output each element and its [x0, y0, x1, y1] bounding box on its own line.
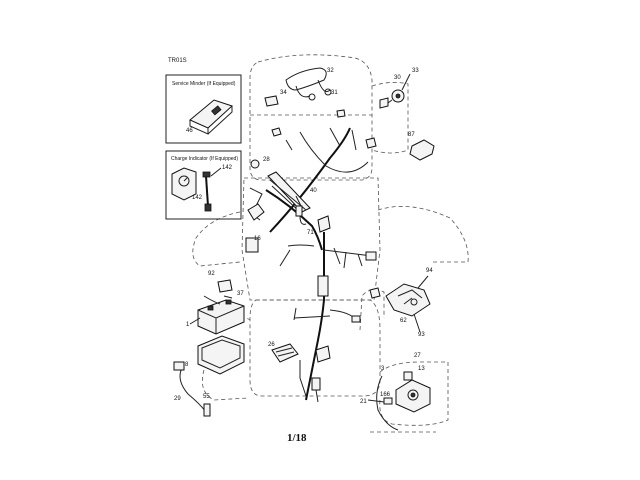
- callout-27: 27: [414, 353, 421, 359]
- callout-3: 3: [381, 366, 385, 372]
- callout-21: 21: [360, 399, 367, 405]
- diagram-code: TR01S: [168, 58, 187, 64]
- charge-indicator-gauge: [171, 167, 197, 201]
- charge-indicator-box: Charge Indicator (If Equipped) 142 142: [165, 150, 242, 220]
- callout-71: 71: [307, 230, 314, 236]
- dash-components: 34 32 31 30 33 87: [264, 67, 435, 161]
- callout-1: 1: [186, 322, 190, 328]
- callout-13: 13: [418, 366, 425, 372]
- callout-26: 26: [268, 342, 275, 348]
- callout-166: 166: [380, 392, 391, 398]
- relay-87: [409, 139, 435, 161]
- battery-tray: [197, 335, 245, 375]
- charge-indicator-title: Charge Indicator (If Equipped): [171, 156, 238, 162]
- callout-37: 37: [237, 291, 244, 297]
- callout-92: 92: [208, 271, 215, 277]
- callout-34: 34: [280, 90, 287, 96]
- switch-34: [264, 95, 279, 107]
- callout-142-b: 142: [192, 195, 203, 201]
- battery-assembly: 92 37 1 8 29 55 26: [173, 271, 299, 417]
- main-harness: 28 40: [247, 127, 369, 251]
- service-minder-module: [189, 99, 233, 129]
- callout-40: 40: [310, 188, 317, 194]
- callout-32: 32: [327, 68, 334, 74]
- callout-93: 93: [418, 332, 425, 338]
- module-26: [271, 343, 299, 363]
- callout-94: 94: [426, 268, 433, 274]
- callout-46: 46: [186, 128, 193, 134]
- callout-87: 87: [408, 132, 415, 138]
- callout-62: 62: [400, 318, 407, 324]
- callout-8: 8: [185, 362, 189, 368]
- callout-31: 31: [331, 90, 338, 96]
- service-minder-title: Service Minder (If Equipped): [172, 81, 236, 87]
- connector-16: [245, 237, 259, 253]
- callout-55: 55: [203, 394, 210, 400]
- switch-bracket-94: [385, 283, 431, 317]
- solenoid-71: [317, 215, 331, 233]
- callout-142-a: 142: [222, 165, 233, 171]
- callout-33: 33: [412, 68, 419, 74]
- connector-92: [217, 279, 233, 293]
- center-harness: 71 16: [245, 215, 377, 403]
- callout-30: 30: [394, 75, 401, 81]
- battery: [197, 299, 245, 335]
- page-number: 1/18: [287, 432, 307, 444]
- right-components: 94 62 93 27 13 3 166 21: [360, 268, 433, 431]
- callout-28: 28: [263, 157, 270, 163]
- tractor-outline: [192, 54, 469, 433]
- service-minder-box: Service Minder (If Equipped) 46: [165, 74, 242, 144]
- callout-16: 16: [254, 236, 261, 242]
- callout-29: 29: [174, 396, 181, 402]
